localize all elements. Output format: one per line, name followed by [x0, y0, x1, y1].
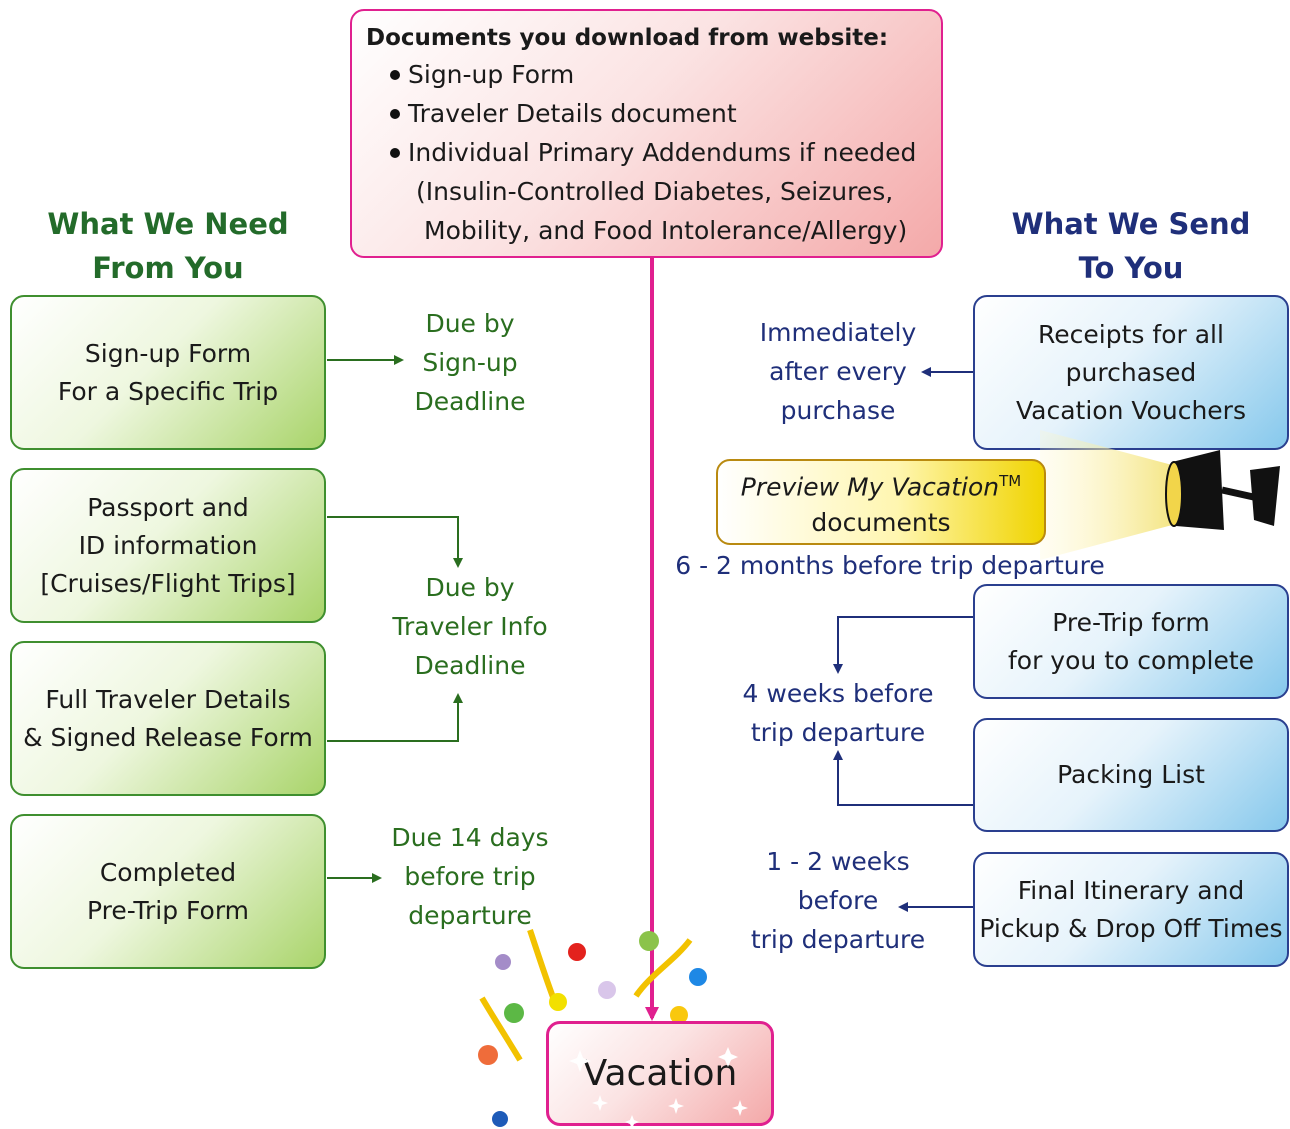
documents-item: Sign-up Form: [388, 55, 927, 94]
box-line: for you to complete: [1007, 645, 1255, 675]
documents-list: Sign-up Form Traveler Details document I…: [366, 55, 927, 172]
box-line: Full Traveler Details: [45, 684, 291, 714]
documents-item: Traveler Details document: [388, 94, 927, 133]
timing-four-weeks: 4 weeks before trip departure: [718, 674, 958, 752]
due-line: Due 14 days: [391, 823, 549, 852]
timing-line: before: [797, 886, 879, 915]
passport-id-box: Passport and ID information [Cruises/Fli…: [10, 468, 326, 623]
timing-line: Immediately: [759, 318, 917, 347]
timing-line: 1 - 2 weeks: [766, 847, 910, 876]
trademark-mark: TM: [999, 471, 1022, 490]
left-heading-line: What We Need: [47, 207, 289, 241]
preview-title: Preview My VacationTM: [741, 463, 1021, 505]
box-line: Completed: [99, 857, 237, 887]
timing-one-two-weeks: 1 - 2 weeks before trip departure: [718, 842, 958, 959]
arrow-packing-timing: [833, 750, 974, 806]
due-line: Deadline: [414, 651, 526, 680]
due-line: departure: [408, 901, 532, 930]
right-heading-line: To You: [1078, 251, 1184, 285]
pretrip-form-box: Completed Pre-Trip Form: [10, 814, 326, 969]
box-line: Receipts for all: [1038, 319, 1224, 349]
due-line: Due by: [425, 309, 515, 338]
box-line: ID information: [78, 530, 258, 560]
due-signup: Due by Sign-up Deadline: [370, 304, 570, 421]
box-line: Pre-Trip Form: [86, 895, 250, 925]
preview-title-text: Preview My Vacation: [740, 472, 1000, 502]
arrow-details-due: [327, 693, 463, 742]
documents-note-line: (Insulin-Controlled Diabetes, Seizures,: [416, 177, 894, 206]
signup-form-box: Sign-up Form For a Specific Trip: [10, 295, 326, 450]
due-pretrip: Due 14 days before trip departure: [370, 818, 570, 935]
box-line: Sign-up Form: [84, 338, 252, 368]
box-line: Pickup & Drop Off Times: [979, 913, 1283, 943]
box-line: purchased: [1065, 357, 1197, 387]
documents-title: Documents you download from website:: [366, 25, 889, 51]
timing-line: 4 weeks before: [742, 679, 934, 708]
left-heading-line: From You: [92, 251, 244, 285]
due-line: Traveler Info: [392, 612, 548, 641]
right-heading: What We Send To You: [973, 202, 1289, 290]
box-line: Vacation Vouchers: [1016, 395, 1246, 425]
due-line: Sign-up: [422, 348, 518, 377]
documents-note-line: Mobility, and Food Intolerance/Allergy): [424, 216, 908, 245]
packing-list-box: Packing List: [973, 718, 1289, 832]
box-line: Pre-Trip form: [1052, 607, 1210, 637]
due-line: Due by: [425, 573, 515, 602]
left-heading: What We Need From You: [10, 202, 326, 290]
preview-timing: 6 - 2 months before trip departure: [675, 551, 1105, 580]
pretrip-form-send-box: Pre-Trip form for you to complete: [973, 584, 1289, 699]
documents-box: Documents you download from website: Sig…: [350, 9, 943, 258]
traveler-details-box: Full Traveler Details & Signed Release F…: [10, 641, 326, 796]
due-traveler-info: Due by Traveler Info Deadline: [370, 568, 570, 685]
preview-my-vacation-box: Preview My VacationTM documents: [716, 459, 1046, 545]
box-line: [Cruises/Flight Trips]: [40, 568, 296, 598]
box-line: For a Specific Trip: [57, 376, 279, 406]
timing-line: purchase: [780, 396, 896, 425]
vacation-label: Vacation: [582, 1053, 738, 1094]
receipts-box: Receipts for all purchased Vacation Vouc…: [973, 295, 1289, 450]
timing-receipts: Immediately after every purchase: [738, 313, 938, 430]
right-heading-line: What We Send: [1011, 207, 1251, 241]
final-itinerary-box: Final Itinerary and Pickup & Drop Off Ti…: [973, 852, 1289, 967]
timing-line: trip departure: [750, 925, 926, 954]
due-line: before trip: [404, 862, 536, 891]
timing-line: after every: [769, 357, 907, 386]
timing-line: trip departure: [750, 718, 926, 747]
due-line: Deadline: [414, 387, 526, 416]
box-line: Passport and: [87, 492, 249, 522]
preview-subtitle: documents: [811, 508, 951, 538]
box-line: & Signed Release Form: [23, 722, 313, 752]
documents-item: Individual Primary Addendums if needed: [388, 133, 927, 172]
arrow-passport-due: [327, 516, 463, 568]
box-line: Packing List: [1057, 760, 1205, 789]
box-line: Final Itinerary and: [1017, 875, 1245, 905]
arrow-pretrip-form-timing: [833, 616, 974, 674]
